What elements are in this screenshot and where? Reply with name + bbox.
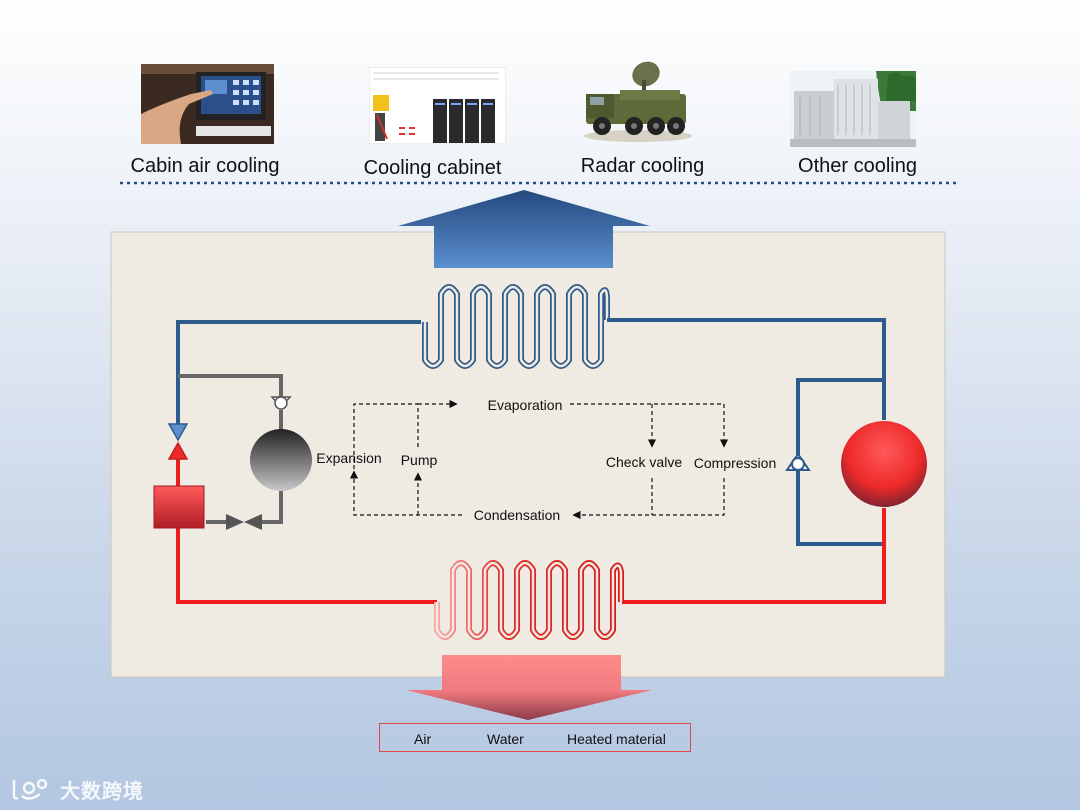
- output-heated-material-label: Heated material: [567, 731, 666, 747]
- other-cooling-label: Other cooling: [798, 155, 917, 177]
- compression-label: Compression: [694, 455, 776, 471]
- cooling-cabinet-label: Cooling cabinet: [363, 157, 502, 179]
- radar-cooling-image: [584, 61, 692, 142]
- application-cabin-air-cooling: Cabin air cooling: [120, 60, 290, 180]
- application-other-cooling: Other cooling: [785, 60, 930, 180]
- receiver-tank-icon: [153, 485, 205, 529]
- application-radar-cooling: Radar cooling: [570, 55, 715, 180]
- check-valve-icon: [785, 452, 811, 471]
- compressor-icon: [841, 421, 927, 507]
- pump-icon: [250, 429, 312, 491]
- other-cooling-image: [790, 71, 916, 147]
- watermark-logo-icon: [12, 778, 48, 800]
- hot-refrigerant-line: [176, 456, 886, 604]
- diagram-panel: [110, 231, 946, 678]
- heat-output-media: Air Water Heated material: [379, 723, 691, 752]
- evaporation-label: Evaporation: [488, 397, 563, 413]
- check-valve-label: Check valve: [606, 454, 682, 470]
- application-cooling-cabinet: Cooling cabinet: [355, 60, 510, 180]
- watermark: 大数跨境: [10, 774, 144, 804]
- cooling-cabinet-image: [369, 67, 506, 144]
- watermark-text: 大数跨境: [60, 780, 144, 803]
- condensation-label: Condensation: [474, 507, 560, 523]
- cycle-flow-arrows: [349, 399, 729, 520]
- radar-cooling-label: Radar cooling: [580, 155, 705, 177]
- cabin-air-cooling-label: Cabin air cooling: [130, 155, 280, 177]
- pump-check-valve-icon: [270, 396, 292, 410]
- cooling-output-arrow: [398, 190, 650, 268]
- pump-label: Pump: [401, 452, 438, 468]
- output-water-label: Water: [487, 731, 524, 747]
- bypass-valve-icon: [226, 514, 262, 530]
- expansion-label: Expansion: [316, 450, 381, 466]
- cabin-air-cooling-image: [141, 64, 274, 144]
- expansion-valve-icon: [167, 423, 189, 460]
- output-air-label: Air: [414, 731, 432, 747]
- heat-output-arrow: [406, 655, 652, 720]
